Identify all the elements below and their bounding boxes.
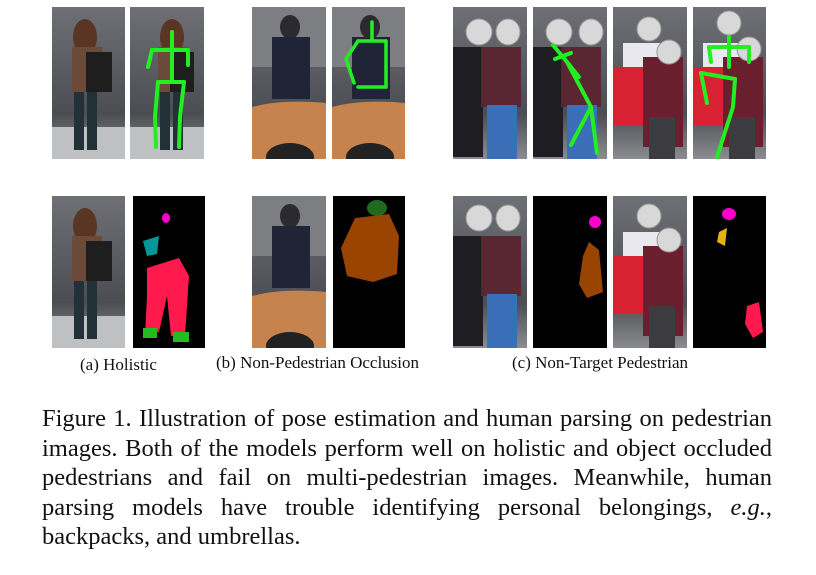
occlusion-pose-image — [332, 7, 405, 159]
caption-eg: e.g. — [730, 493, 766, 521]
holistic-parsing-mask — [133, 196, 205, 348]
panel-label-non-target-pedestrian: (c) Non-Target Pedestrian — [512, 353, 688, 372]
holistic-photo — [52, 7, 125, 159]
multi-pedestrian-photo-4 — [613, 196, 687, 348]
occlusion-photo — [252, 7, 326, 159]
panel-label-non-pedestrian-occlusion: (b) Non-Pedestrian Occlusion — [216, 353, 420, 372]
holistic-pose-image — [130, 7, 204, 159]
holistic-photo-2 — [52, 196, 125, 348]
multi-pedestrian-photo-2 — [613, 7, 687, 159]
caption-text-2: , backpacks, and umbrellas. — [42, 493, 772, 551]
multi-pedestrian-parsing-mask-1 — [533, 196, 607, 348]
multi-pedestrian-photo-3 — [453, 196, 527, 348]
panel-label-holistic: (a) Holistic — [80, 355, 157, 374]
multi-pedestrian-parsing-mask-2 — [693, 196, 766, 348]
multi-pedestrian-pose-2 — [693, 7, 766, 159]
figure-caption: Figure 1. Illustration of pose estimatio… — [42, 404, 772, 552]
occlusion-parsing-mask — [333, 196, 405, 348]
multi-pedestrian-photo-1 — [453, 7, 527, 159]
occlusion-photo-2 — [252, 196, 326, 348]
caption-text-1: Illustration of pose estimation and huma… — [42, 405, 772, 521]
multi-pedestrian-pose-1 — [533, 7, 607, 159]
caption-prefix: Figure 1. — [42, 405, 132, 432]
